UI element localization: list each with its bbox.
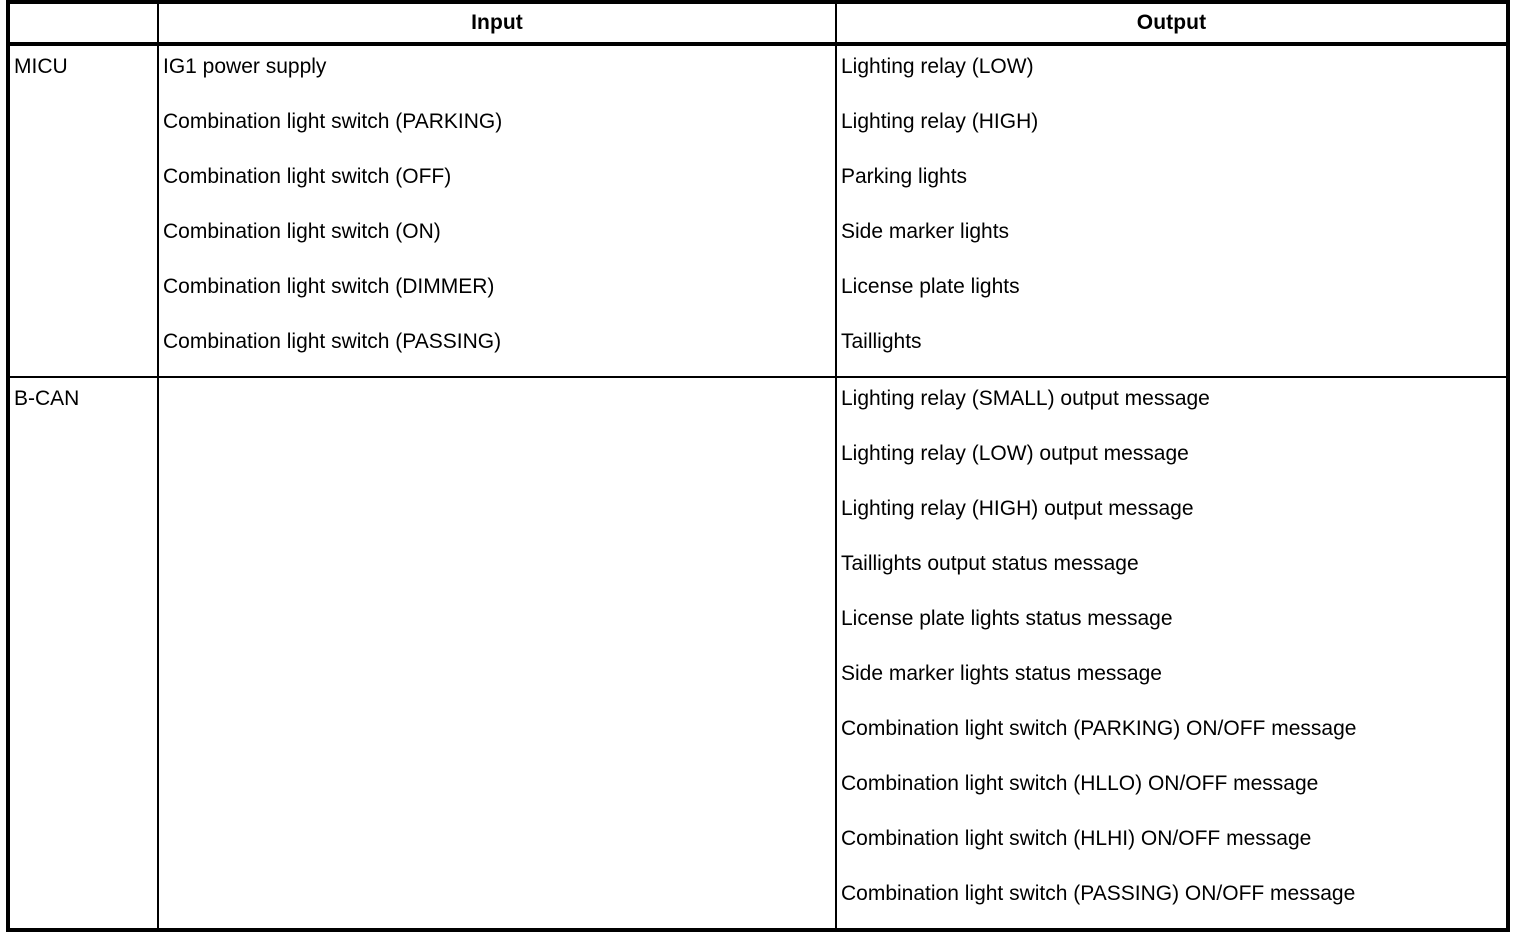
list-item: Combination light switch (DIMMER) (163, 275, 495, 298)
list-item: Combination light switch (PASSING) (163, 330, 502, 353)
header-cell-module (6, 0, 158, 46)
list-item: Combination light switch (ON) (163, 220, 441, 243)
list-item: Side marker lights (841, 220, 1010, 243)
list-item: Lighting relay (HIGH) (841, 110, 1039, 133)
list-item: Combination light switch (HLHI) ON/OFF m… (841, 827, 1312, 850)
header-row: Input Output (6, 0, 1510, 46)
list-item: Lighting relay (SMALL) output message (841, 387, 1210, 410)
module-label-bcan: B-CAN (14, 387, 80, 410)
output-cell-bcan: Lighting relay (SMALL) output message Li… (835, 377, 1510, 932)
list-item: License plate lights status message (841, 607, 1173, 630)
list-item: Lighting relay (HIGH) output message (841, 497, 1194, 520)
list-item: Combination light switch (HLLO) ON/OFF m… (841, 772, 1319, 795)
list-item: Parking lights (841, 165, 968, 188)
table-body: MICU IG1 power supply Combination light … (6, 44, 1510, 932)
input-list-micu: IG1 power supply Combination light switc… (159, 46, 835, 376)
list-item: Combination light switch (PARKING) ON/OF… (841, 717, 1357, 740)
module-cell-micu: MICU (6, 44, 158, 378)
list-item: Taillights output status message (841, 552, 1139, 575)
list-item: Side marker lights status message (841, 662, 1162, 685)
input-cell-bcan (157, 377, 836, 932)
input-output-table: Input Output MICU IG1 power supply Combi… (6, 0, 1510, 932)
list-item: IG1 power supply (163, 55, 327, 78)
header-cell-output: Output (835, 0, 1510, 46)
list-item: Combination light switch (OFF) (163, 165, 452, 188)
list-item: Lighting relay (LOW) (841, 55, 1034, 78)
output-list-bcan: Lighting relay (SMALL) output message Li… (837, 378, 1506, 928)
input-cell-micu: IG1 power supply Combination light switc… (157, 44, 836, 378)
header-cell-input: Input (157, 0, 836, 46)
list-item: Combination light switch (PARKING) (163, 110, 503, 133)
table-header: Input Output (6, 0, 1510, 46)
document-page: Input Output MICU IG1 power supply Combi… (6, 0, 1510, 932)
table-row-micu: MICU IG1 power supply Combination light … (6, 44, 1510, 378)
list-item: Taillights (841, 330, 922, 353)
list-item: Combination light switch (PASSING) ON/OF… (841, 882, 1356, 905)
module-cell-bcan: B-CAN (6, 377, 158, 932)
output-list-micu: Lighting relay (LOW) Lighting relay (HIG… (837, 46, 1506, 376)
module-label-micu: MICU (14, 55, 68, 78)
table-row-bcan: B-CAN Lighting relay (SMALL) output mess… (6, 377, 1510, 932)
list-item: License plate lights (841, 275, 1020, 298)
list-item: Lighting relay (LOW) output message (841, 442, 1189, 465)
output-cell-micu: Lighting relay (LOW) Lighting relay (HIG… (835, 44, 1510, 378)
